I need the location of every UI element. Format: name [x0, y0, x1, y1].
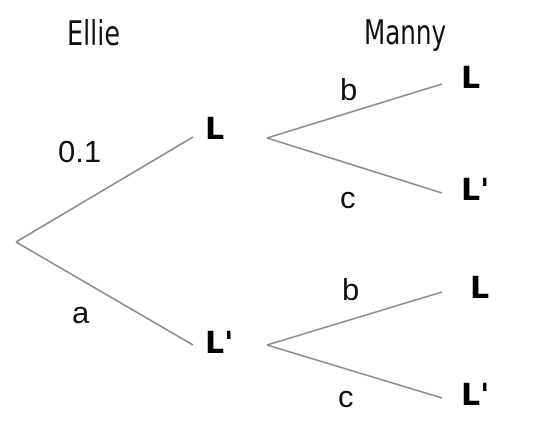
manny-upper-bottom-probability: c	[340, 180, 356, 215]
manny-upper-bottom-outcome: L'	[461, 173, 489, 208]
manny-upper-top-branch	[266, 83, 443, 139]
manny-header: Manny	[364, 13, 446, 53]
manny-lower-bottom-outcome: L'	[461, 378, 489, 413]
manny-lower-top-probability: b	[342, 272, 359, 307]
manny-upper-top-outcome: L	[461, 61, 480, 96]
ellie-bottom-branch	[15, 241, 194, 346]
manny-upper-top-probability: b	[340, 72, 357, 107]
manny-lower-top-branch	[266, 291, 443, 346]
ellie-bottom-outcome: L'	[205, 326, 233, 361]
manny-upper-bottom-branch	[266, 137, 443, 194]
ellie-bottom-probability: a	[72, 295, 90, 330]
manny-lower-bottom-branch	[266, 344, 443, 399]
manny-lower-bottom-probability: c	[338, 379, 354, 414]
ellie-top-branch	[15, 136, 194, 243]
ellie-top-probability: 0.1	[58, 134, 101, 169]
ellie-top-outcome: L	[205, 112, 224, 147]
ellie-header: Ellie	[67, 14, 120, 54]
manny-lower-top-outcome: L	[470, 271, 489, 306]
